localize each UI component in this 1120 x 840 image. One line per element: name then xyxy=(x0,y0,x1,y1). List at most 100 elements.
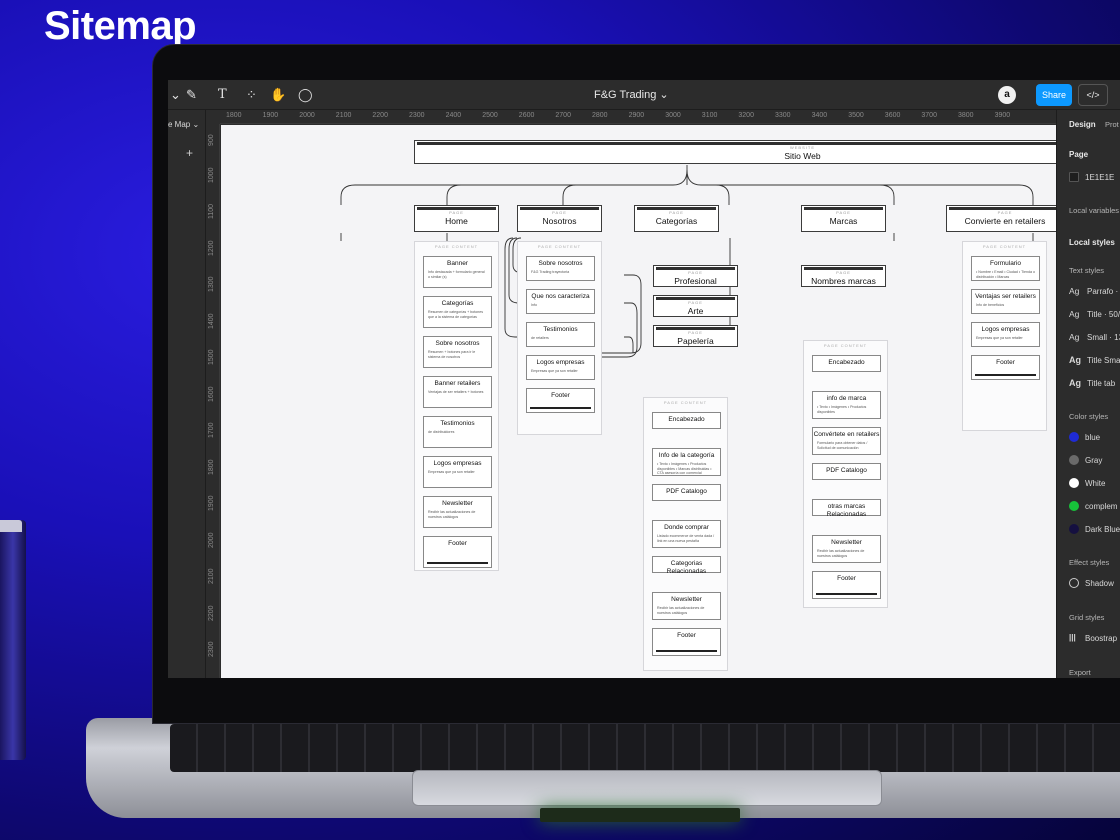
grid-style-item[interactable]: Boostrap xyxy=(1085,634,1118,643)
effect-style-item[interactable]: Shadow xyxy=(1085,579,1114,588)
block-title: Logos empresas xyxy=(536,359,585,366)
layers-panel: e Map ⌄ + xyxy=(168,110,206,678)
content-block[interactable]: Footer xyxy=(652,628,721,656)
text-style-icon: Ag xyxy=(1069,378,1081,388)
dev-mode-icon[interactable]: </> xyxy=(1078,84,1108,106)
content-block[interactable]: Formulario• Nombre • Email • Ciudad • Ti… xyxy=(971,256,1040,281)
content-block[interactable]: Footer xyxy=(971,355,1040,380)
content-block[interactable]: Encabezado xyxy=(812,355,881,372)
content-block[interactable]: PDF Catalogo xyxy=(652,484,721,501)
block-title: Footer xyxy=(448,540,467,547)
color-style-item[interactable]: complem xyxy=(1085,502,1118,511)
node-kicker: PAGE xyxy=(997,210,1013,215)
block-description: Listado ecommerce de venta dada / link e… xyxy=(657,534,715,543)
file-title[interactable]: F&G Trading ⌄ xyxy=(594,89,669,101)
block-description: Info de beneficios xyxy=(976,303,1005,307)
content-block[interactable]: Footer xyxy=(423,536,492,568)
ruler-tick-label: 3600 xyxy=(884,112,901,119)
content-block[interactable]: PDF Catalogo xyxy=(812,463,881,480)
share-button[interactable]: Share xyxy=(1036,84,1072,106)
page-color-swatch[interactable] xyxy=(1069,172,1079,182)
tab-design[interactable]: Design xyxy=(1069,120,1096,129)
laptop-glow xyxy=(540,808,740,822)
block-title: Footer xyxy=(677,632,696,639)
content-block[interactable]: Footer xyxy=(812,571,881,599)
block-title: Newsletter xyxy=(831,539,862,546)
components-icon[interactable]: ⁘ xyxy=(246,87,257,102)
color-style-item[interactable]: Dark Blue xyxy=(1085,525,1120,534)
pen-tool-icon[interactable]: ✎ xyxy=(186,87,197,102)
block-title: Categorías xyxy=(441,300,474,307)
content-block[interactable]: info de marca• Texto • Imágenes • Produc… xyxy=(812,391,881,419)
ruler-tick-label: 1200 xyxy=(208,239,215,256)
move-tool-chevron-icon[interactable]: ⌄ xyxy=(170,87,181,102)
block-description: Resumen de categorías + botones que a la… xyxy=(428,310,484,319)
color-style-item[interactable]: blue xyxy=(1085,433,1101,442)
content-block[interactable]: Categorias Relacionadas xyxy=(652,556,721,575)
local-variables-link[interactable]: Local variables xyxy=(1069,206,1120,215)
content-block[interactable]: Info de la categoría• Texto • Imágenes •… xyxy=(652,448,721,476)
text-style-item[interactable]: Title Smal xyxy=(1087,356,1120,365)
node-header-bar xyxy=(637,207,716,210)
page-name[interactable]: e Map ⌄ xyxy=(168,120,200,129)
content-block[interactable]: Encabezado xyxy=(652,412,721,429)
avatar[interactable]: a xyxy=(998,86,1016,104)
text-style-item[interactable]: Small · 13 xyxy=(1087,333,1120,342)
content-block[interactable]: otras marcas Relacionadas xyxy=(812,499,881,518)
export-label[interactable]: Export xyxy=(1069,668,1091,677)
add-page-icon[interactable]: + xyxy=(186,146,194,160)
hand-tool-icon[interactable]: ✋ xyxy=(270,87,287,102)
color-style-item[interactable]: Gray xyxy=(1085,456,1103,465)
block-description: Empresas que ya son retailer xyxy=(976,336,1023,340)
page-color-value[interactable]: 1E1E1E xyxy=(1085,173,1115,182)
text-style-item[interactable]: Title tab xyxy=(1087,379,1116,388)
text-style-item[interactable]: Parrafo · 1 xyxy=(1087,287,1120,296)
ruler-tick-label: 2300 xyxy=(409,112,425,119)
block-title: Que nos caracteriza xyxy=(531,293,590,300)
text-style-item[interactable]: Title · 50/ xyxy=(1087,310,1120,319)
page-heading: Sitemap xyxy=(44,4,197,48)
content-block[interactable]: Footer xyxy=(526,388,595,413)
tab-prototype[interactable]: Prot xyxy=(1105,120,1119,129)
ruler-tick-label: 3000 xyxy=(665,112,681,119)
node-title: Arte xyxy=(687,306,704,316)
text-tool-icon[interactable]: T xyxy=(218,87,227,102)
block-title: otras marcas Relacionadas xyxy=(826,503,867,518)
color-style-item[interactable]: White xyxy=(1085,479,1106,488)
block-title: Banner xyxy=(447,260,468,267)
comment-tool-icon[interactable]: ◯ xyxy=(298,87,313,102)
